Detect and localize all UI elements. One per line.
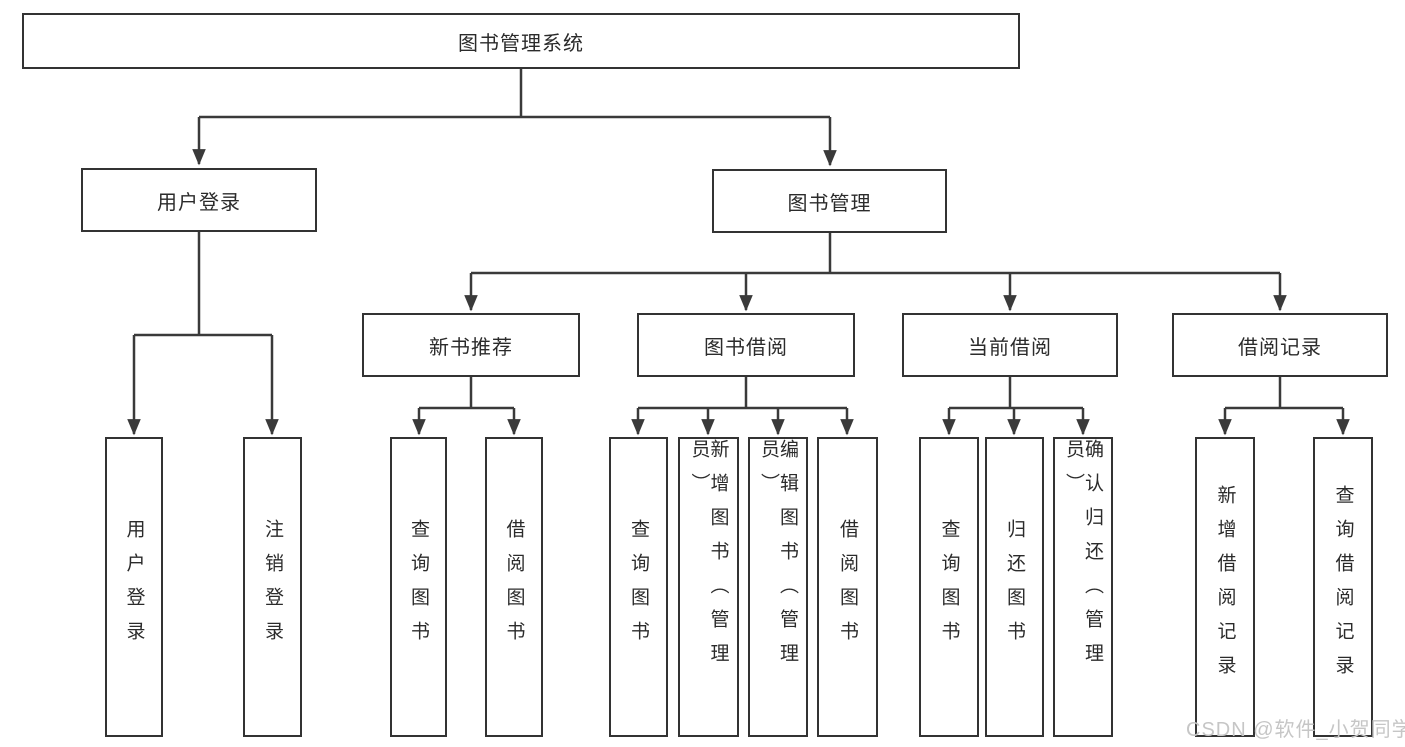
leaf-query-books-borrow-label: 查询图书: [628, 519, 649, 655]
leaf-query-borrow-record-label: 查询借阅记录: [1332, 485, 1354, 689]
node-borrow-record-label: 借阅记录: [1238, 336, 1322, 359]
node-book-management: 图书管理: [712, 169, 947, 233]
leaf-query-books-recommend-label: 查询图书: [408, 519, 429, 655]
leaf-query-books-recommend: 查询图书: [390, 437, 447, 737]
node-root-label: 图书管理系统: [458, 32, 584, 55]
node-book-borrow-label: 图书借阅: [704, 336, 788, 359]
leaf-borrow-books-recommend: 借阅图书: [485, 437, 543, 737]
leaf-user-login-label: 用户登录: [123, 519, 145, 655]
leaf-edit-book-admin-label: 编辑图书（管理员）: [758, 439, 798, 677]
leaf-logout: 注销登录: [243, 437, 302, 737]
leaf-user-login: 用户登录: [105, 437, 163, 737]
leaf-query-borrow-record: 查询借阅记录: [1313, 437, 1373, 737]
leaf-borrow-books-borrow-label: 借阅图书: [837, 519, 858, 655]
leaf-add-book-admin: 新增图书（管理员）: [678, 437, 739, 737]
node-user-login-label: 用户登录: [157, 191, 241, 214]
leaf-confirm-return-admin-label: 确认归还（管理员）: [1063, 439, 1103, 677]
node-book-borrow: 图书借阅: [637, 313, 855, 377]
node-current-borrow-label: 当前借阅: [968, 336, 1052, 359]
leaf-return-book: 归还图书: [985, 437, 1044, 737]
leaf-add-borrow-record-label: 新增借阅记录: [1214, 485, 1236, 689]
leaf-borrow-books-borrow: 借阅图书: [817, 437, 878, 737]
leaf-borrow-books-recommend-label: 借阅图书: [503, 519, 525, 655]
node-current-borrow: 当前借阅: [902, 313, 1118, 377]
leaf-add-borrow-record: 新增借阅记录: [1195, 437, 1255, 737]
csdn-watermark: CSDN @软件_小贺同学: [1186, 719, 1405, 741]
node-borrow-record: 借阅记录: [1172, 313, 1388, 377]
leaf-confirm-return-admin: 确认归还（管理员）: [1053, 437, 1113, 737]
leaf-edit-book-admin: 编辑图书（管理员）: [748, 437, 808, 737]
leaf-return-book-label: 归还图书: [1004, 519, 1025, 655]
leaf-query-books-current-label: 查询图书: [938, 519, 960, 655]
leaf-logout-label: 注销登录: [262, 519, 283, 655]
node-root: 图书管理系统: [22, 13, 1020, 69]
leaf-query-books-current: 查询图书: [919, 437, 979, 737]
node-new-book-recommend: 新书推荐: [362, 313, 580, 377]
node-new-book-recommend-label: 新书推荐: [429, 336, 513, 359]
node-book-management-label: 图书管理: [787, 192, 872, 215]
node-user-login: 用户登录: [81, 168, 317, 232]
leaf-add-book-admin-label: 新增图书（管理员）: [688, 439, 729, 677]
leaf-query-books-borrow: 查询图书: [609, 437, 668, 737]
